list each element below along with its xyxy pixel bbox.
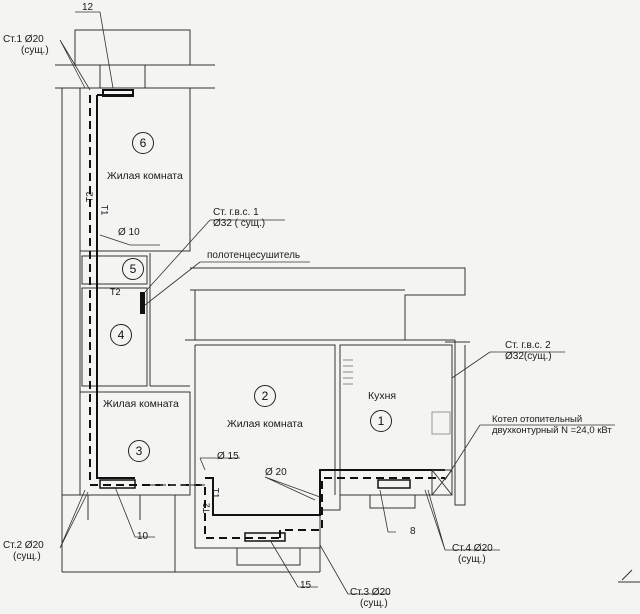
room-number-2: 2 (254, 385, 276, 407)
room-name-3: Жилая комната (103, 398, 179, 410)
pipe-label-t2: T2 (84, 191, 95, 203)
towel-dryer-label: полотенцесушитель (207, 250, 301, 261)
room-number-4: 4 (110, 324, 132, 346)
pipe-label-t2-bath: T2 (110, 287, 121, 297)
radiator-8-label: 8 (410, 526, 416, 537)
leader-lines (59, 11, 615, 595)
radiator-12-label: 12 (82, 2, 94, 13)
room-name-1: Кухня (368, 390, 397, 402)
pipe-label-t1: T1 (99, 204, 110, 216)
radiator-8 (377, 479, 411, 489)
pipe-label-t2-room2: T2 (201, 502, 212, 514)
radiator-10 (99, 479, 136, 489)
riser-st2-label: Ст.2 Ø20(сущ.) (3, 540, 44, 562)
pipe-label-t1-room2: T1 (210, 487, 221, 499)
room-number-1: 1 (370, 410, 392, 432)
diameter-15-label: Ø 15 (217, 451, 239, 462)
towel-dryer (140, 292, 145, 314)
riser-st1-label: Ст.1 Ø20(сущ.) (3, 34, 49, 56)
room-number-3: 3 (128, 440, 150, 462)
riser-st3-label: Ст.3 Ø20(сущ.) (350, 587, 391, 609)
radiator-15 (244, 532, 286, 542)
radiator-10-label: 10 (137, 531, 149, 542)
room-number-6: 6 (132, 132, 154, 154)
radiator-15-label: 15 (300, 580, 312, 591)
diameter-10-label: Ø 10 (118, 227, 140, 238)
radiator-12 (102, 89, 134, 97)
room-number-5: 5 (122, 258, 144, 280)
walls (55, 29, 470, 573)
diameter-20-label: Ø 20 (265, 467, 287, 478)
room-name-2: Жилая комната (227, 418, 303, 430)
room-name-6: Жилая комната (107, 170, 183, 182)
riser-st4-label: Ст.4 Ø20(сущ.) (452, 543, 493, 565)
